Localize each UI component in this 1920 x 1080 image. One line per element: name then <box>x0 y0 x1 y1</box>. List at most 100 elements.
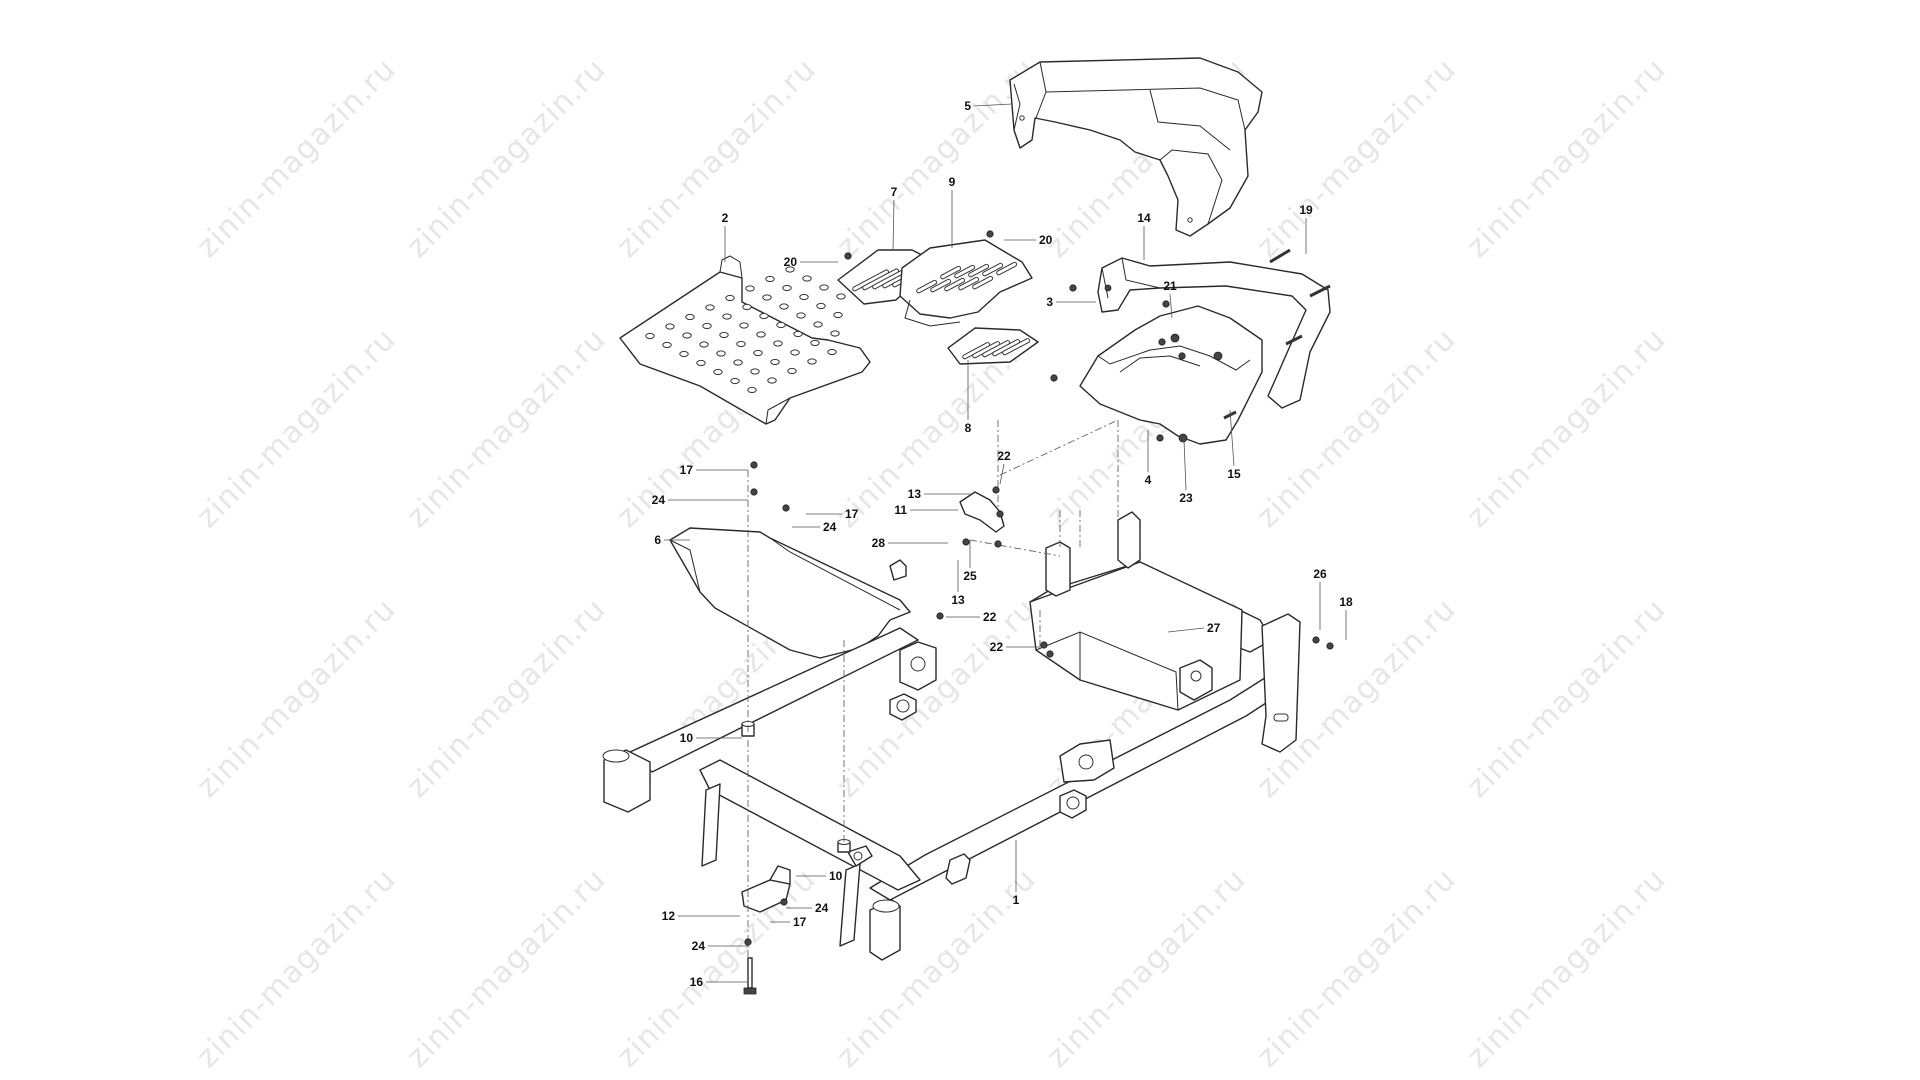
part-4-seat-bracket <box>1079 305 1263 445</box>
plate-hole <box>785 266 795 273</box>
fastener <box>1178 352 1186 360</box>
part-9-center-plate <box>899 239 1033 327</box>
plate-hole <box>767 377 777 384</box>
plate-hole <box>705 304 715 311</box>
leader-line <box>999 463 1005 485</box>
bolt <box>1269 248 1291 264</box>
callout-11: 11 <box>894 503 907 517</box>
plate-hole <box>773 340 783 347</box>
center-plate-slots <box>916 261 1018 294</box>
fastener <box>994 540 1002 548</box>
bolt <box>1285 334 1303 346</box>
callout-25: 25 <box>963 569 977 583</box>
callout-27: 27 <box>1207 621 1221 635</box>
fastener <box>1326 642 1334 650</box>
callout-21: 21 <box>1163 279 1177 293</box>
plate-hole <box>699 341 709 348</box>
callout-19: 19 <box>1299 203 1313 217</box>
callout-2: 2 <box>722 211 729 225</box>
callout-8: 8 <box>965 421 972 435</box>
fastener <box>750 488 758 496</box>
fastener <box>744 938 752 946</box>
plate-hole <box>682 332 692 339</box>
plate-hole <box>713 368 723 376</box>
plate-hole <box>750 368 760 375</box>
plate-slot <box>982 262 1004 277</box>
leader-line <box>892 199 895 251</box>
fastener <box>1156 434 1164 442</box>
part-10-spacer-lower <box>837 839 851 853</box>
fastener <box>1162 300 1170 308</box>
fastener <box>780 898 788 906</box>
part-5-rear-hood <box>1009 57 1263 237</box>
plate-hole <box>816 302 826 310</box>
plate-hole <box>722 313 732 320</box>
part-8-small-plate <box>947 327 1039 365</box>
callout-6: 6 <box>654 533 661 547</box>
fastener <box>1069 284 1077 292</box>
plate-hole <box>716 350 726 357</box>
callout-24: 24 <box>823 520 837 534</box>
plate-hole <box>779 303 789 310</box>
fastener <box>1040 641 1048 649</box>
callout-18: 18 <box>1339 595 1353 609</box>
callout-23: 23 <box>1179 491 1193 505</box>
bolt <box>1309 284 1331 298</box>
plate-hole <box>725 294 735 302</box>
callout-1: 1 <box>1013 893 1020 907</box>
plate-slot <box>1002 338 1031 356</box>
fastener <box>782 504 790 512</box>
leader-line <box>973 103 1013 107</box>
callout-24: 24 <box>652 493 666 507</box>
part-11-bracket <box>959 491 1005 533</box>
plate-hole <box>793 330 803 338</box>
fastener <box>1312 636 1320 644</box>
plate-hole <box>736 340 746 348</box>
plate-hole <box>733 359 743 366</box>
callout-15: 15 <box>1227 467 1241 481</box>
plate-hole <box>747 386 757 394</box>
plate-hole <box>836 293 846 300</box>
plate-hole <box>765 275 775 283</box>
plate-slot <box>930 278 952 293</box>
plate-hole <box>770 358 780 366</box>
callout-26: 26 <box>1313 567 1327 581</box>
plate-hole <box>665 323 675 330</box>
callout-5: 5 <box>964 99 971 113</box>
callout-22: 22 <box>997 449 1011 463</box>
plate-hole <box>702 322 712 330</box>
plate-hole <box>799 293 809 301</box>
plate-hole <box>739 322 749 329</box>
part-16-bolt <box>743 957 757 995</box>
leader-line <box>1229 409 1235 467</box>
plate-slot <box>954 264 976 279</box>
callout-24: 24 <box>692 939 706 953</box>
plate-hole <box>830 330 840 337</box>
callout-9: 9 <box>949 175 956 189</box>
plate-hole <box>759 312 769 320</box>
plate-hole <box>742 303 752 311</box>
callout-13: 13 <box>908 487 922 501</box>
callout-17: 17 <box>845 507 859 521</box>
callout-7: 7 <box>891 185 898 199</box>
fastener <box>1050 374 1058 382</box>
callout-labels: 5792020281419321423152217241724613112825… <box>652 99 1353 989</box>
hardware-fasteners <box>744 230 1334 946</box>
leader-line <box>1167 627 1205 633</box>
callout-16: 16 <box>690 975 704 989</box>
callout-22: 22 <box>990 640 1004 654</box>
plate-slot <box>968 263 990 278</box>
callout-13: 13 <box>951 593 965 607</box>
fastener <box>750 461 758 469</box>
callout-12: 12 <box>662 909 676 923</box>
plate-hole <box>730 377 740 385</box>
plate-hole <box>753 349 763 357</box>
callout-3: 3 <box>1046 295 1053 309</box>
part-3-rear-guard <box>1097 257 1331 409</box>
plate-slot <box>996 261 1018 276</box>
leader-line <box>1169 293 1173 319</box>
plate-hole <box>802 275 812 282</box>
plate-hole <box>685 313 695 321</box>
plate-hole <box>645 332 655 340</box>
